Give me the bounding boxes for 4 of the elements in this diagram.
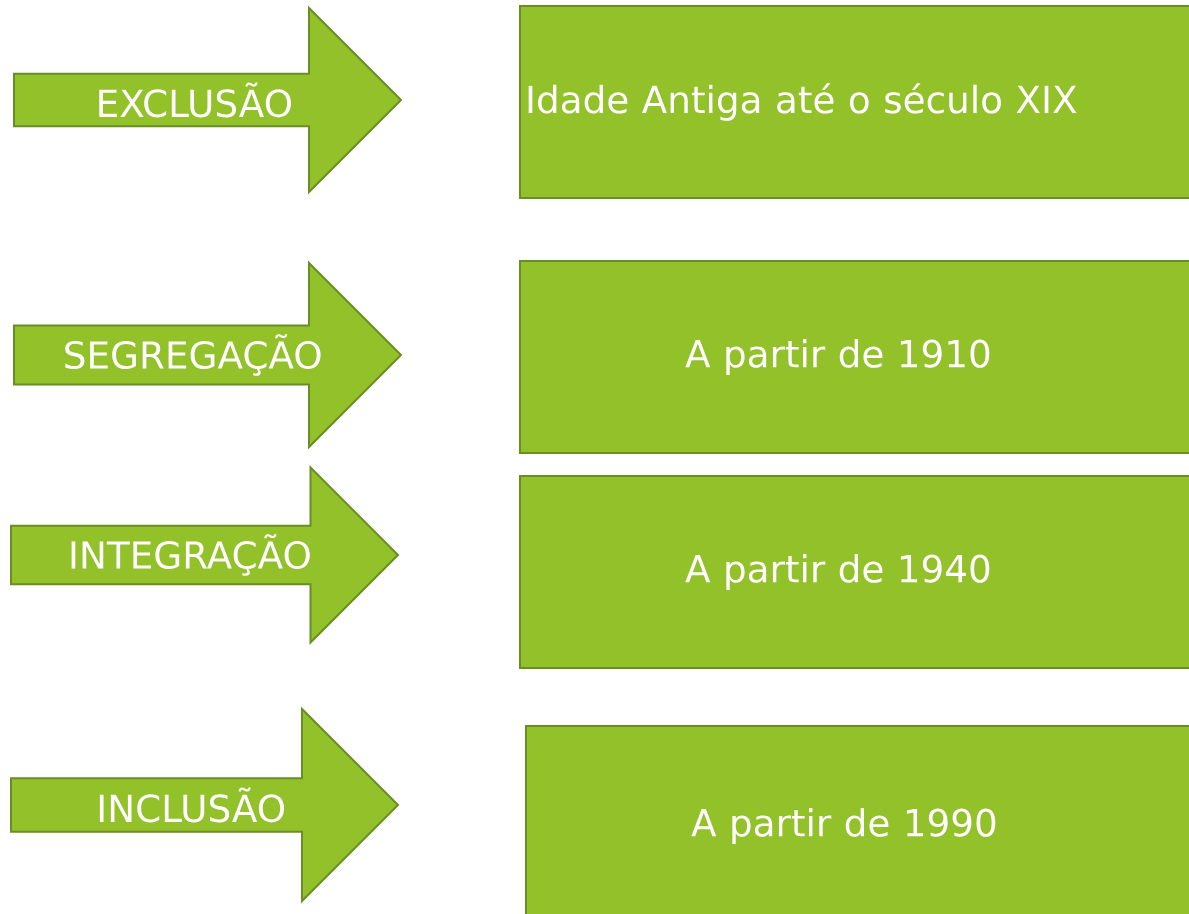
text-box: A partir de 1990 [525, 725, 1189, 914]
text-box: A partir de 1910 [519, 260, 1189, 454]
text-box: A partir de 1940 [519, 475, 1189, 669]
text-box: Idade Antiga até o século XIX [519, 5, 1189, 199]
